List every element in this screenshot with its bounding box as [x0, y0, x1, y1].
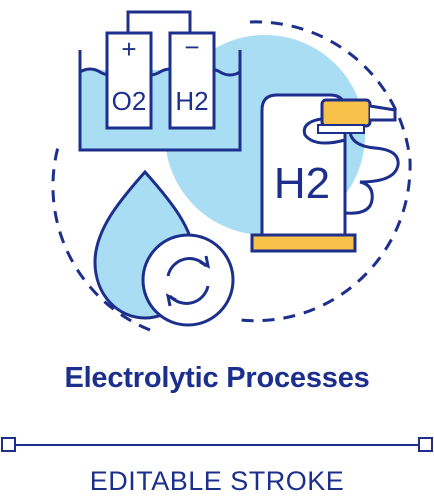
- page-title: Electrolytic Processes: [64, 362, 370, 394]
- hydrogen-station: [250, 93, 400, 253]
- dashed-arc: [51, 20, 412, 332]
- caption: EDITABLE STROKE: [89, 466, 345, 496]
- anode-sign: +: [121, 34, 136, 64]
- electrolysis-tank: [78, 10, 242, 152]
- divider-line: [1, 437, 433, 452]
- cathode-sign: −: [184, 32, 199, 62]
- anode-gas-label: O2: [112, 86, 147, 116]
- electrolysis-hydrogen-icon: + − O2 H2 H2: [51, 10, 412, 332]
- recycle-icon: [141, 233, 235, 327]
- station-gas-label: H2: [274, 159, 330, 208]
- cathode-gas-label: H2: [175, 86, 208, 116]
